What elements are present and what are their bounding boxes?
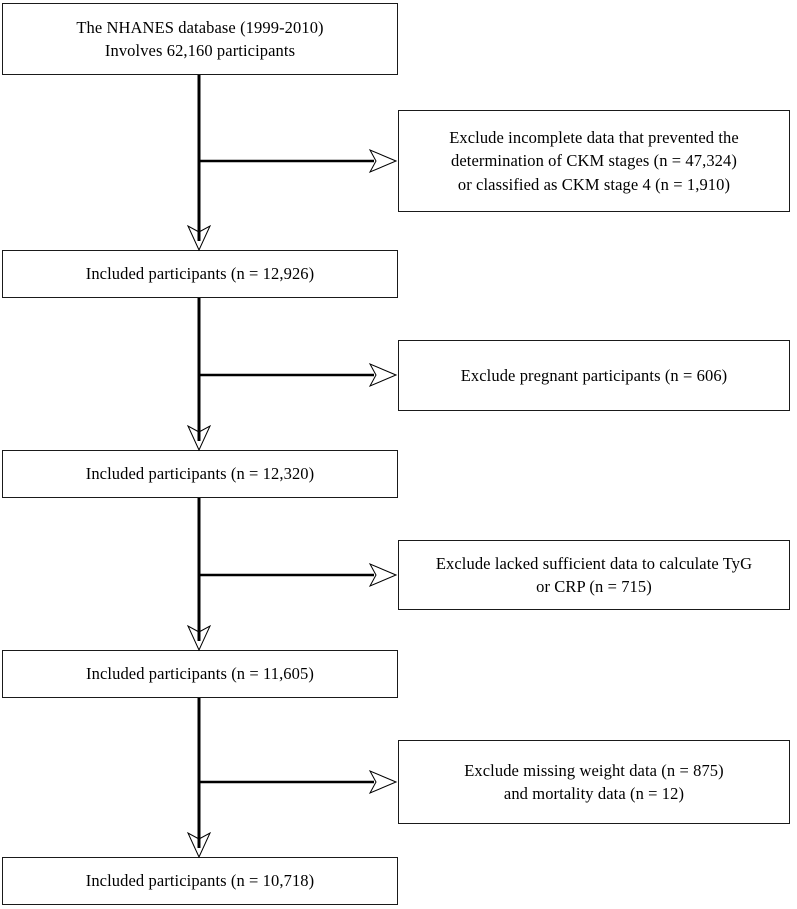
flow-node-exclusion-1: Exclude incomplete data that prevented t… <box>398 110 790 212</box>
arrowhead-down-4 <box>186 831 212 859</box>
flow-node-included-2-text: Included participants (n = 12,320) <box>85 464 315 484</box>
flow-node-included-3-text: Included participants (n = 11,605) <box>86 664 314 684</box>
flow-node-included-1-text: Included participants (n = 12,926) <box>85 264 315 284</box>
arrowhead-down-2 <box>186 424 212 452</box>
flow-node-exclusion-2-text: Exclude pregnant participants (n = 606) <box>460 365 728 385</box>
arrowhead-down-1 <box>186 224 212 252</box>
flow-node-included-1: Included participants (n = 12,926) <box>2 250 398 298</box>
arrowhead-right-1 <box>368 148 398 174</box>
flow-node-exclusion-4: Exclude missing weight data (n = 875) an… <box>398 740 790 824</box>
flow-node-source-text: The NHANES database (1999-2010) Involves… <box>76 17 324 60</box>
flow-node-exclusion-3: Exclude lacked sufficient data to calcul… <box>398 540 790 610</box>
flow-node-exclusion-3-text: Exclude lacked sufficient data to calcul… <box>435 553 753 596</box>
flow-node-included-3: Included participants (n = 11,605) <box>2 650 398 698</box>
arrowhead-right-3 <box>368 562 398 588</box>
arrowhead-right-2 <box>368 362 398 388</box>
arrowhead-right-4 <box>368 769 398 795</box>
flow-node-exclusion-1-text: Exclude incomplete data that prevented t… <box>449 127 739 194</box>
flow-node-included-4: Included participants (n = 10,718) <box>2 857 398 905</box>
flow-node-included-4-text: Included participants (n = 10,718) <box>85 871 315 891</box>
flow-node-included-2: Included participants (n = 12,320) <box>2 450 398 498</box>
flow-node-exclusion-2: Exclude pregnant participants (n = 606) <box>398 340 790 411</box>
flow-node-exclusion-4-text: Exclude missing weight data (n = 875) an… <box>464 760 724 803</box>
arrowhead-down-3 <box>186 624 212 652</box>
flow-node-source: The NHANES database (1999-2010) Involves… <box>2 3 398 75</box>
